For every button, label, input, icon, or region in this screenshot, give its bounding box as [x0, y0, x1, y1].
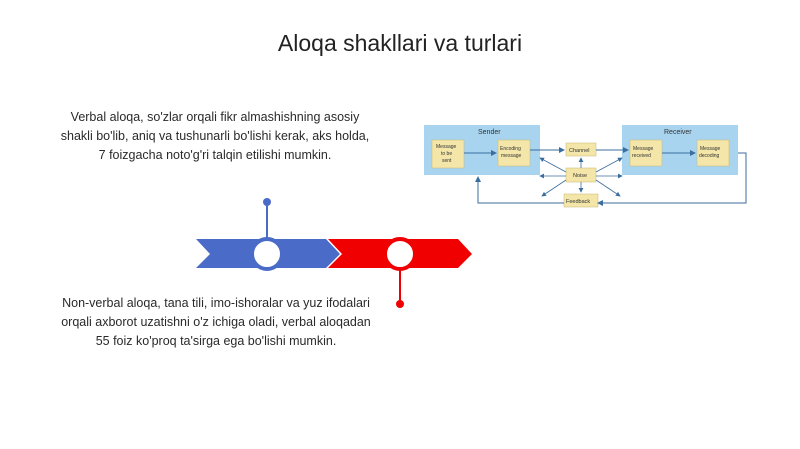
message-to-be-sent-box [431, 139, 465, 169]
message-received-l1: Message [633, 146, 654, 152]
sender-label: Sender [478, 129, 501, 136]
encoding-box [497, 139, 531, 167]
verbal-line-3: 7 foizgacha noto'g'ri talqin etilishi mu… [98, 148, 332, 162]
message-to-be-sent-l1: Message [436, 144, 457, 150]
feedback-to-sender-line [475, 176, 564, 204]
nonverbal-line-1: Non-verbal aloqa, tana tili, imo-ishoral… [62, 296, 370, 310]
decoding-l2: decoding [699, 153, 720, 159]
blue-milestone-circle [250, 237, 284, 271]
message-received-l2: received [632, 153, 651, 159]
verbal-paragraph: Verbal aloqa, so'zlar orqali fikr almash… [40, 108, 390, 165]
decoding-l1: Message [700, 146, 721, 152]
red-pin-dot [396, 300, 404, 308]
feedback-label: Feedback [566, 199, 590, 205]
message-received-box [629, 139, 663, 167]
encoding-l2: message [501, 153, 522, 159]
nonverbal-paragraph: Non-verbal aloqa, tana tili, imo-ishoral… [40, 294, 392, 351]
receiver-label: Receiver [664, 129, 692, 136]
noise-arrows [539, 157, 623, 197]
noise-label: Noise [573, 173, 587, 179]
blue-pin-dot [263, 198, 271, 206]
feedback-return-line [597, 152, 747, 206]
message-to-be-sent-l2: to be [441, 151, 452, 157]
decoding-box [696, 139, 730, 167]
message-to-be-sent-l3: sent [442, 158, 452, 164]
nonverbal-line-2: orqali axborot uzatishni o'z ichiga olad… [61, 315, 371, 329]
verbal-line-1: Verbal aloqa, so'zlar orqali fikr almash… [70, 110, 360, 124]
channel-label: Channel [569, 148, 590, 154]
encoding-l1: Encoding [500, 146, 521, 152]
verbal-line-2: shakli bo'lib, aniq va tushunarli bo'lis… [60, 129, 370, 143]
slide-title: Aloqa shakllari va turlari [277, 30, 523, 56]
nonverbal-line-3: 55 foiz ko'proq ta'sirga ega bo'lishi mu… [95, 334, 337, 348]
red-milestone-circle [383, 237, 417, 271]
